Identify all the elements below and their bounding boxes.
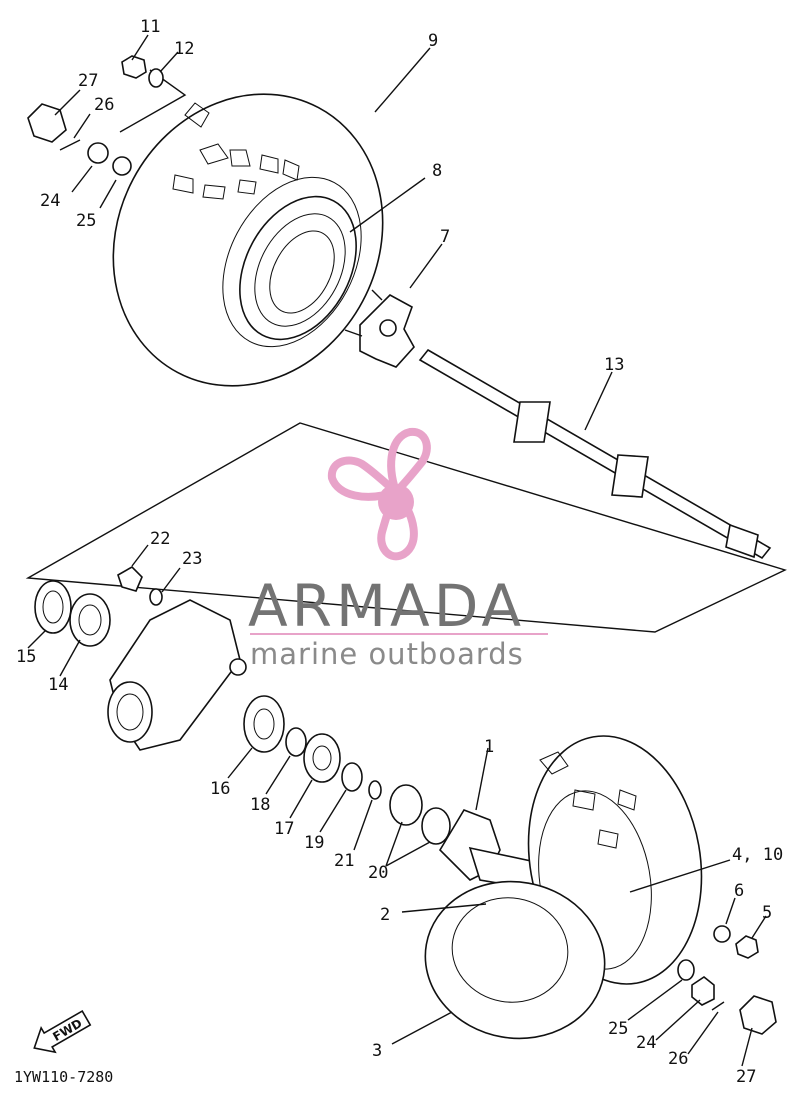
final-drive-carrier [34,566,247,751]
leader-lines [27,34,767,1067]
callout-15: 15 [16,647,36,667]
watermark-subtitle: marine outboards [250,637,524,671]
callout-27-upper: 27 [78,71,98,91]
callout-1: 1 [484,737,494,757]
callout-21: 21 [334,851,354,871]
callout-24-upper: 24 [40,191,60,211]
callout-23: 23 [182,549,202,569]
callout-12: 12 [174,39,194,59]
watermark: ARMADA marine outboards [248,427,548,671]
upper-hub [344,289,415,368]
callout-labels: 11 12 9 27 26 24 25 8 7 13 22 23 15 14 1… [16,17,783,1087]
callout-6: 6 [734,881,744,901]
assembly-bracket-line [25,422,787,633]
callout-3: 3 [372,1041,382,1061]
callout-4-10: 4, 10 [732,845,783,865]
callout-19: 19 [304,833,324,853]
callout-7: 7 [440,227,450,247]
callout-8: 8 [432,161,442,181]
fwd-arrow: FWD [33,1009,92,1054]
callout-27-lower: 27 [736,1067,756,1087]
callout-13: 13 [604,355,624,375]
callout-25-upper: 25 [76,211,96,231]
propeller-logo [327,427,431,561]
bearings-and-seals [243,695,451,845]
callout-20: 20 [368,863,388,883]
callout-9: 9 [428,31,438,51]
callout-26-upper: 26 [94,95,114,115]
callout-17: 17 [274,819,294,839]
lower-hardware [677,925,777,1035]
callout-18: 18 [250,795,270,815]
callout-11: 11 [140,17,160,37]
callout-14: 14 [48,675,68,695]
watermark-title: ARMADA [248,572,525,640]
callout-16: 16 [210,779,230,799]
callout-24-lower: 24 [636,1033,656,1053]
callout-22: 22 [150,529,170,549]
lower-wheels [424,735,703,1040]
diagram-code: 1YW110-7280 [14,1068,113,1086]
callout-26-lower: 26 [668,1049,688,1069]
callout-5: 5 [762,903,772,923]
callout-25-lower: 25 [608,1019,628,1039]
upper-wheel [112,93,384,387]
rear-axle [418,348,772,560]
callout-2: 2 [380,905,390,925]
